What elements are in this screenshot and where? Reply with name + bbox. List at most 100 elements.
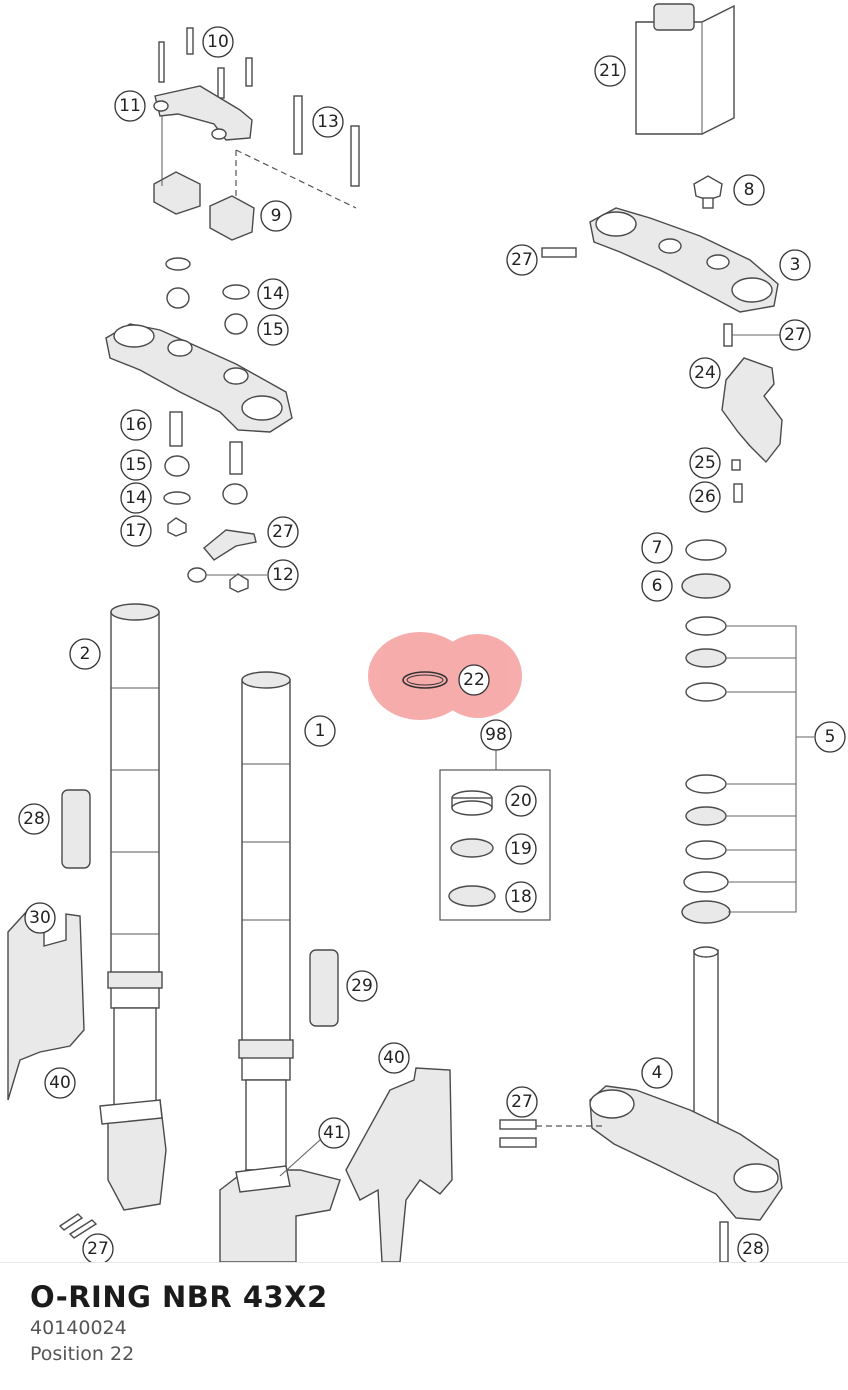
callout-98[interactable]: 98 [480,719,512,751]
svg-text:18: 18 [510,887,532,907]
callout-6[interactable]: 6 [641,570,673,602]
svg-text:8: 8 [744,180,755,200]
svg-text:27: 27 [784,325,806,345]
svg-text:41: 41 [323,1123,345,1143]
part-position: Position 22 [30,1343,135,1365]
bearing-stack [681,539,731,924]
callout-41[interactable]: 41 [318,1117,350,1149]
svg-text:21: 21 [599,61,621,81]
callout-12[interactable]: 12 [267,559,299,591]
svg-text:2: 2 [80,644,91,664]
svg-text:27: 27 [511,250,533,270]
svg-text:28: 28 [742,1239,764,1259]
svg-text:27: 27 [87,1239,109,1259]
callout-22[interactable]: 22 [458,664,490,696]
callout-7[interactable]: 7 [641,532,673,564]
svg-text:10: 10 [207,32,229,52]
callout-20[interactable]: 20 [505,785,537,817]
svg-text:22: 22 [463,670,485,690]
callout-13[interactable]: 13 [312,106,344,138]
bearing-kit-98 [439,750,551,921]
pins-16 [163,411,248,537]
part-info-panel: O-RING NBR 43X2 40140024 Position 22 [0,1262,848,1390]
svg-text:17: 17 [125,521,147,541]
callout-27-right[interactable]: 27 [779,319,811,351]
callout-29[interactable]: 30 [24,902,56,934]
svg-text:19: 19 [510,839,532,859]
callout-21[interactable]: 21 [594,55,626,87]
svg-text:6: 6 [652,576,663,596]
callout-16[interactable]: 16 [120,409,152,441]
svg-text:28: 28 [23,809,45,829]
callout-25[interactable]: 26 [689,481,721,513]
bolts-27-bottom [58,1213,98,1239]
callout-14-upper[interactable]: 14 [257,278,289,310]
upper-triple-clamp [105,323,293,433]
oil-bottle [635,3,735,135]
svg-text:13: 13 [317,112,339,132]
part-number: 40140024 [30,1317,127,1339]
svg-text:26: 26 [694,487,716,507]
svg-text:15: 15 [125,455,147,475]
callout-24[interactable]: 25 [689,447,721,479]
svg-text:14: 14 [262,284,284,304]
callout-2[interactable]: 2 [69,638,101,670]
svg-text:29: 29 [351,976,373,996]
bracket-lines-5 [726,625,814,913]
callout-28-right[interactable]: 29 [346,970,378,1002]
callout-40[interactable]: 40 [44,1067,76,1099]
triple-clamp-3 [541,207,780,347]
callout-27-bottom-left[interactable]: 27 [82,1233,114,1262]
callout-27-upper[interactable]: 27 [506,244,538,276]
fork-leg-1 [219,671,341,1262]
svg-text:24: 24 [694,363,716,383]
bracket-23 [721,357,783,503]
callout-26[interactable]: 27 [267,516,299,548]
bolts-13 [293,95,360,187]
callout-27-bottom-right[interactable]: 28 [737,1233,769,1262]
callout-23[interactable]: 24 [689,357,721,389]
svg-text:9: 9 [271,206,282,226]
svg-text:12: 12 [272,565,294,585]
svg-text:1: 1 [315,721,326,741]
svg-text:40: 40 [383,1048,405,1068]
exploded-parts-diagram: 10 11 13 9 14 15 16 15 14 17 27 12 21 8 … [7,3,846,1262]
svg-text:25: 25 [694,453,716,473]
callout-10[interactable]: 10 [202,26,234,58]
handlebar-clamp-bottom [153,116,255,241]
callout-11[interactable]: 11 [114,90,146,122]
callout-15-lower[interactable]: 15 [120,449,152,481]
steering-stem [499,946,783,1262]
svg-text:4: 4 [652,1063,663,1083]
o-ring-22[interactable] [402,671,448,689]
svg-text:5: 5 [825,727,836,747]
svg-text:11: 11 [119,96,141,116]
callout-15-upper[interactable]: 15 [257,314,289,346]
callout-8[interactable]: 8 [733,174,765,206]
callout-5[interactable]: 5 [814,721,846,753]
clamp-40 [99,1099,163,1125]
nut-8 [693,175,723,209]
svg-text:7: 7 [652,538,663,558]
callout-9[interactable]: 9 [260,200,292,232]
fork-leg-2 [107,603,167,1211]
callout-3[interactable]: 3 [779,249,811,281]
fork-guard-29 [7,909,85,1101]
svg-text:20: 20 [510,791,532,811]
bracket-26 [187,529,267,593]
callout-19[interactable]: 19 [505,833,537,865]
handlebar-clamp-top [153,85,253,141]
guard-28-left [61,789,91,869]
callout-17[interactable]: 17 [120,515,152,547]
callout-14-lower[interactable]: 14 [120,482,152,514]
callout-30[interactable]: 40 [378,1042,410,1074]
callout-18[interactable]: 18 [505,881,537,913]
callout-1[interactable]: 1 [304,715,336,747]
svg-text:15: 15 [262,320,284,340]
svg-text:27: 27 [511,1092,533,1112]
callout-27-stem[interactable]: 27 [506,1086,538,1118]
svg-text:27: 27 [272,522,294,542]
callout-28-left[interactable]: 28 [18,803,50,835]
callout-4[interactable]: 4 [641,1057,673,1089]
svg-text:16: 16 [125,415,147,435]
